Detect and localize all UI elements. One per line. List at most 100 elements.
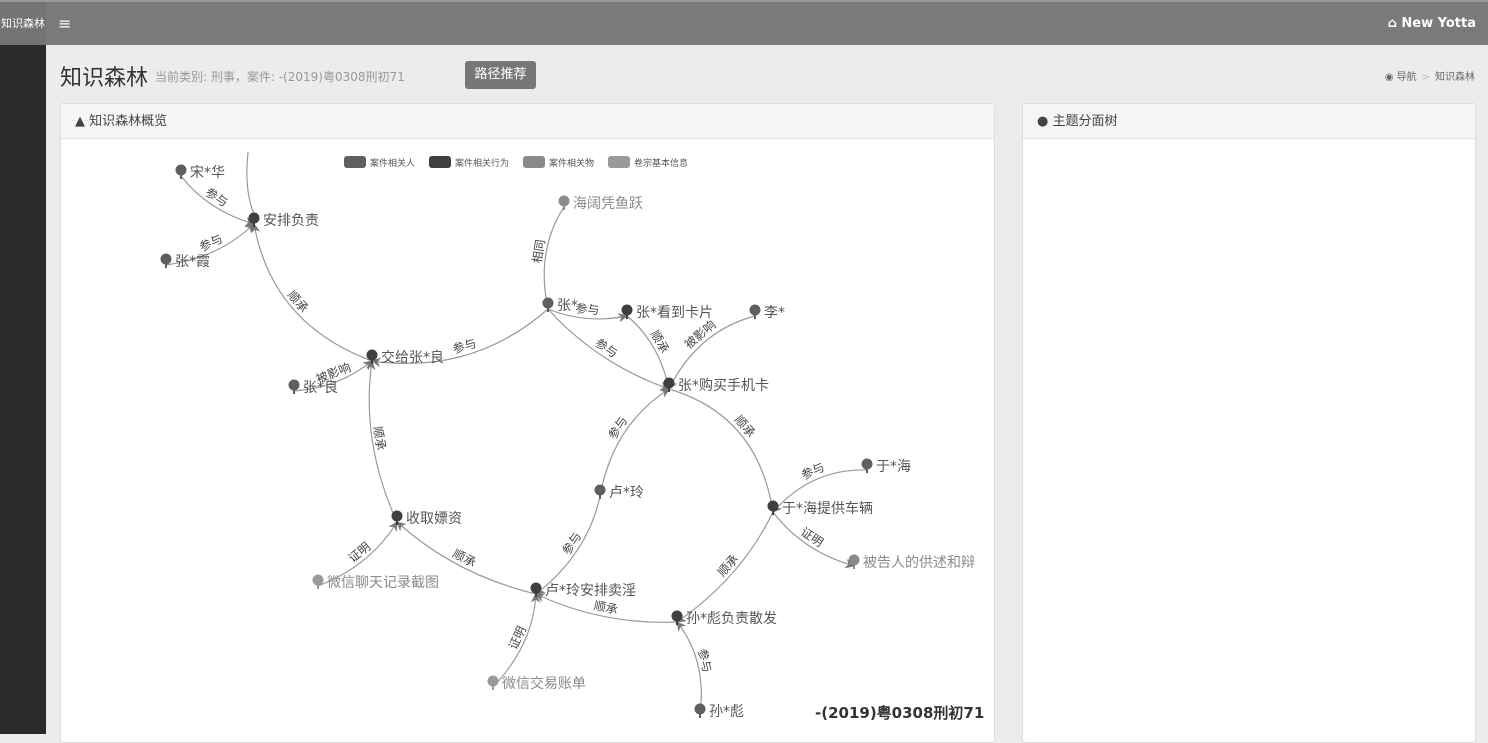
graph-node-label: 于*海提供车辆 xyxy=(782,500,873,517)
graph-edge-label: 参与 xyxy=(605,413,631,441)
legend-swatch xyxy=(429,156,451,168)
graph-edge xyxy=(599,388,670,497)
case-caption: -(2019)粤0308刑初71 xyxy=(815,704,985,722)
legend-item[interactable]: 案件相关物 xyxy=(523,156,594,169)
breadcrumb-current: 知识森林 xyxy=(1435,72,1475,83)
tree-node-icon xyxy=(749,304,761,316)
graph-node-label: 孙*彪 xyxy=(709,704,744,720)
graph-node[interactable]: 于*海提供车辆 xyxy=(767,500,874,517)
graph-node-label: 张*购买手机卡 xyxy=(678,378,769,394)
legend-label: 案件相关人 xyxy=(370,157,415,169)
tree-icon: ● xyxy=(1037,114,1053,129)
graph-node-label: 李* xyxy=(764,305,785,321)
legend-item[interactable]: 卷宗基本信息 xyxy=(608,156,688,169)
graph-edge xyxy=(317,521,398,587)
breadcrumb-separator: > xyxy=(1421,72,1430,83)
tree-node-icon xyxy=(767,500,779,512)
graph-edge-label: 参与 xyxy=(592,335,620,361)
graph-node[interactable]: 交给张*良 xyxy=(366,349,445,366)
graph-edge xyxy=(541,206,565,310)
graph-node[interactable]: 收取嫖资 xyxy=(391,510,463,528)
legend-label: 案件相关行为 xyxy=(455,157,509,169)
graph-node[interactable]: 张*良 xyxy=(288,379,339,397)
graph-edge xyxy=(165,223,255,266)
graph-edge-label: 顺承 xyxy=(647,328,671,356)
overview-panel-header: ▲ 知识森林概览 xyxy=(61,104,994,139)
graph-node[interactable]: 微信聊天记录截图 xyxy=(312,574,440,592)
graph-node[interactable]: 张*看到卡片 xyxy=(621,304,714,322)
graph-edge xyxy=(492,593,541,688)
tree-node-icon xyxy=(160,253,172,265)
graph-node[interactable]: 卢*玲安排卖淫 xyxy=(530,582,637,600)
graph-edge-label: 参与 xyxy=(575,300,600,317)
tree-node-icon xyxy=(861,458,873,470)
path-recommend-button[interactable]: 路径推荐 xyxy=(465,61,536,89)
overview-panel: ▲ 知识森林概览 xyxy=(60,103,995,743)
graph-edge-label: 参与 xyxy=(203,184,231,210)
graph-edge-label: 顺承 xyxy=(593,599,619,617)
graph-node[interactable]: 被告人的供述和辩 xyxy=(848,554,976,572)
page-subtitle: 当前类别: 刑事，案件: -(2019)粤0308刑初71 xyxy=(155,70,405,84)
graph-node-label: 孙*彪负责散发 xyxy=(686,611,777,627)
graph-node[interactable]: 孙*彪负责散发 xyxy=(671,610,778,628)
user-menu[interactable]: ⌂ New Yotta xyxy=(1388,16,1476,31)
legend-label: 卷宗基本信息 xyxy=(634,157,688,169)
tree-node-icon xyxy=(663,377,675,389)
graph-edge-label: 相同 xyxy=(530,238,548,264)
graph-edge-label: 参与 xyxy=(197,231,225,255)
graph-node-label: 交给张*良 xyxy=(381,349,444,366)
graph-edge xyxy=(250,223,373,362)
graph-edge xyxy=(293,360,373,392)
tree-node-icon xyxy=(558,195,570,207)
legend-swatch xyxy=(344,156,366,168)
graph-node[interactable]: 卢*玲 xyxy=(594,484,645,502)
tree-node-icon xyxy=(594,484,606,496)
graph-node[interactable]: 张*购买手机卡 xyxy=(663,377,770,395)
graph-edge xyxy=(668,388,777,513)
brand-logo[interactable]: 知识森林 xyxy=(0,2,46,47)
tree-icon: ▲ xyxy=(75,114,90,129)
graph-edge-label: 参与 xyxy=(559,529,585,557)
graph-edge xyxy=(547,308,628,323)
graph-node[interactable]: 宋*华 xyxy=(175,164,226,182)
graph-node[interactable]: 于*海 xyxy=(861,458,912,476)
tree-node-icon xyxy=(312,574,324,586)
graph-node-label: 于*海 xyxy=(876,459,911,475)
top-navbar: 知识森林 ≡ ⌂ New Yotta xyxy=(0,0,1488,47)
home-icon: ⌂ xyxy=(1387,16,1402,31)
legend-item[interactable]: 案件相关人 xyxy=(344,156,415,169)
graph-node-label: 张*看到卡片 xyxy=(636,305,713,321)
graph-node-label: 海阔凭鱼跃 xyxy=(573,195,643,212)
graph-node-label: 被告人的供述和辩 xyxy=(863,555,975,571)
graph-node[interactable]: 微信交易账单 xyxy=(487,675,587,692)
graph-edge xyxy=(396,521,537,595)
graph-node[interactable]: 李* xyxy=(749,304,786,322)
legend-item[interactable]: 案件相关行为 xyxy=(429,156,509,169)
graph-node[interactable]: 海阔凭鱼跃 xyxy=(558,195,644,212)
graph-node-label: 卢*玲安排卖淫 xyxy=(545,583,636,599)
tree-node-icon xyxy=(671,610,683,622)
graph-node[interactable]: 孙*彪 xyxy=(694,703,745,721)
graph-node[interactable]: 张*霞 xyxy=(160,253,211,271)
graph-edge-label: 顺承 xyxy=(285,288,311,315)
graph-edge-label: 参与 xyxy=(451,335,478,356)
graph-edge xyxy=(676,621,702,716)
tree-node-icon xyxy=(621,304,633,316)
graph-node[interactable]: 张* xyxy=(542,297,579,315)
breadcrumb-nav[interactable]: 导航 xyxy=(1396,72,1417,83)
legend-swatch xyxy=(608,156,630,168)
overview-panel-title: 知识森林概览 xyxy=(89,114,168,129)
graph-edge-label: 参与 xyxy=(799,459,827,482)
graph-node[interactable]: 安排负责 xyxy=(248,212,320,230)
graph-node-label: 宋*华 xyxy=(190,165,225,181)
tree-node-icon xyxy=(175,164,187,176)
facet-tree-panel-title: 主题分面树 xyxy=(1052,114,1118,129)
hamburger-menu-icon[interactable]: ≡ xyxy=(58,14,72,33)
graph-edge-label: 参与 xyxy=(695,647,715,674)
graph-edge xyxy=(535,495,601,595)
graph-edge xyxy=(668,315,756,390)
sidebar xyxy=(0,45,46,734)
graph-edge-label: 顺承 xyxy=(715,552,741,579)
graph-node-label: 张* xyxy=(557,298,578,314)
